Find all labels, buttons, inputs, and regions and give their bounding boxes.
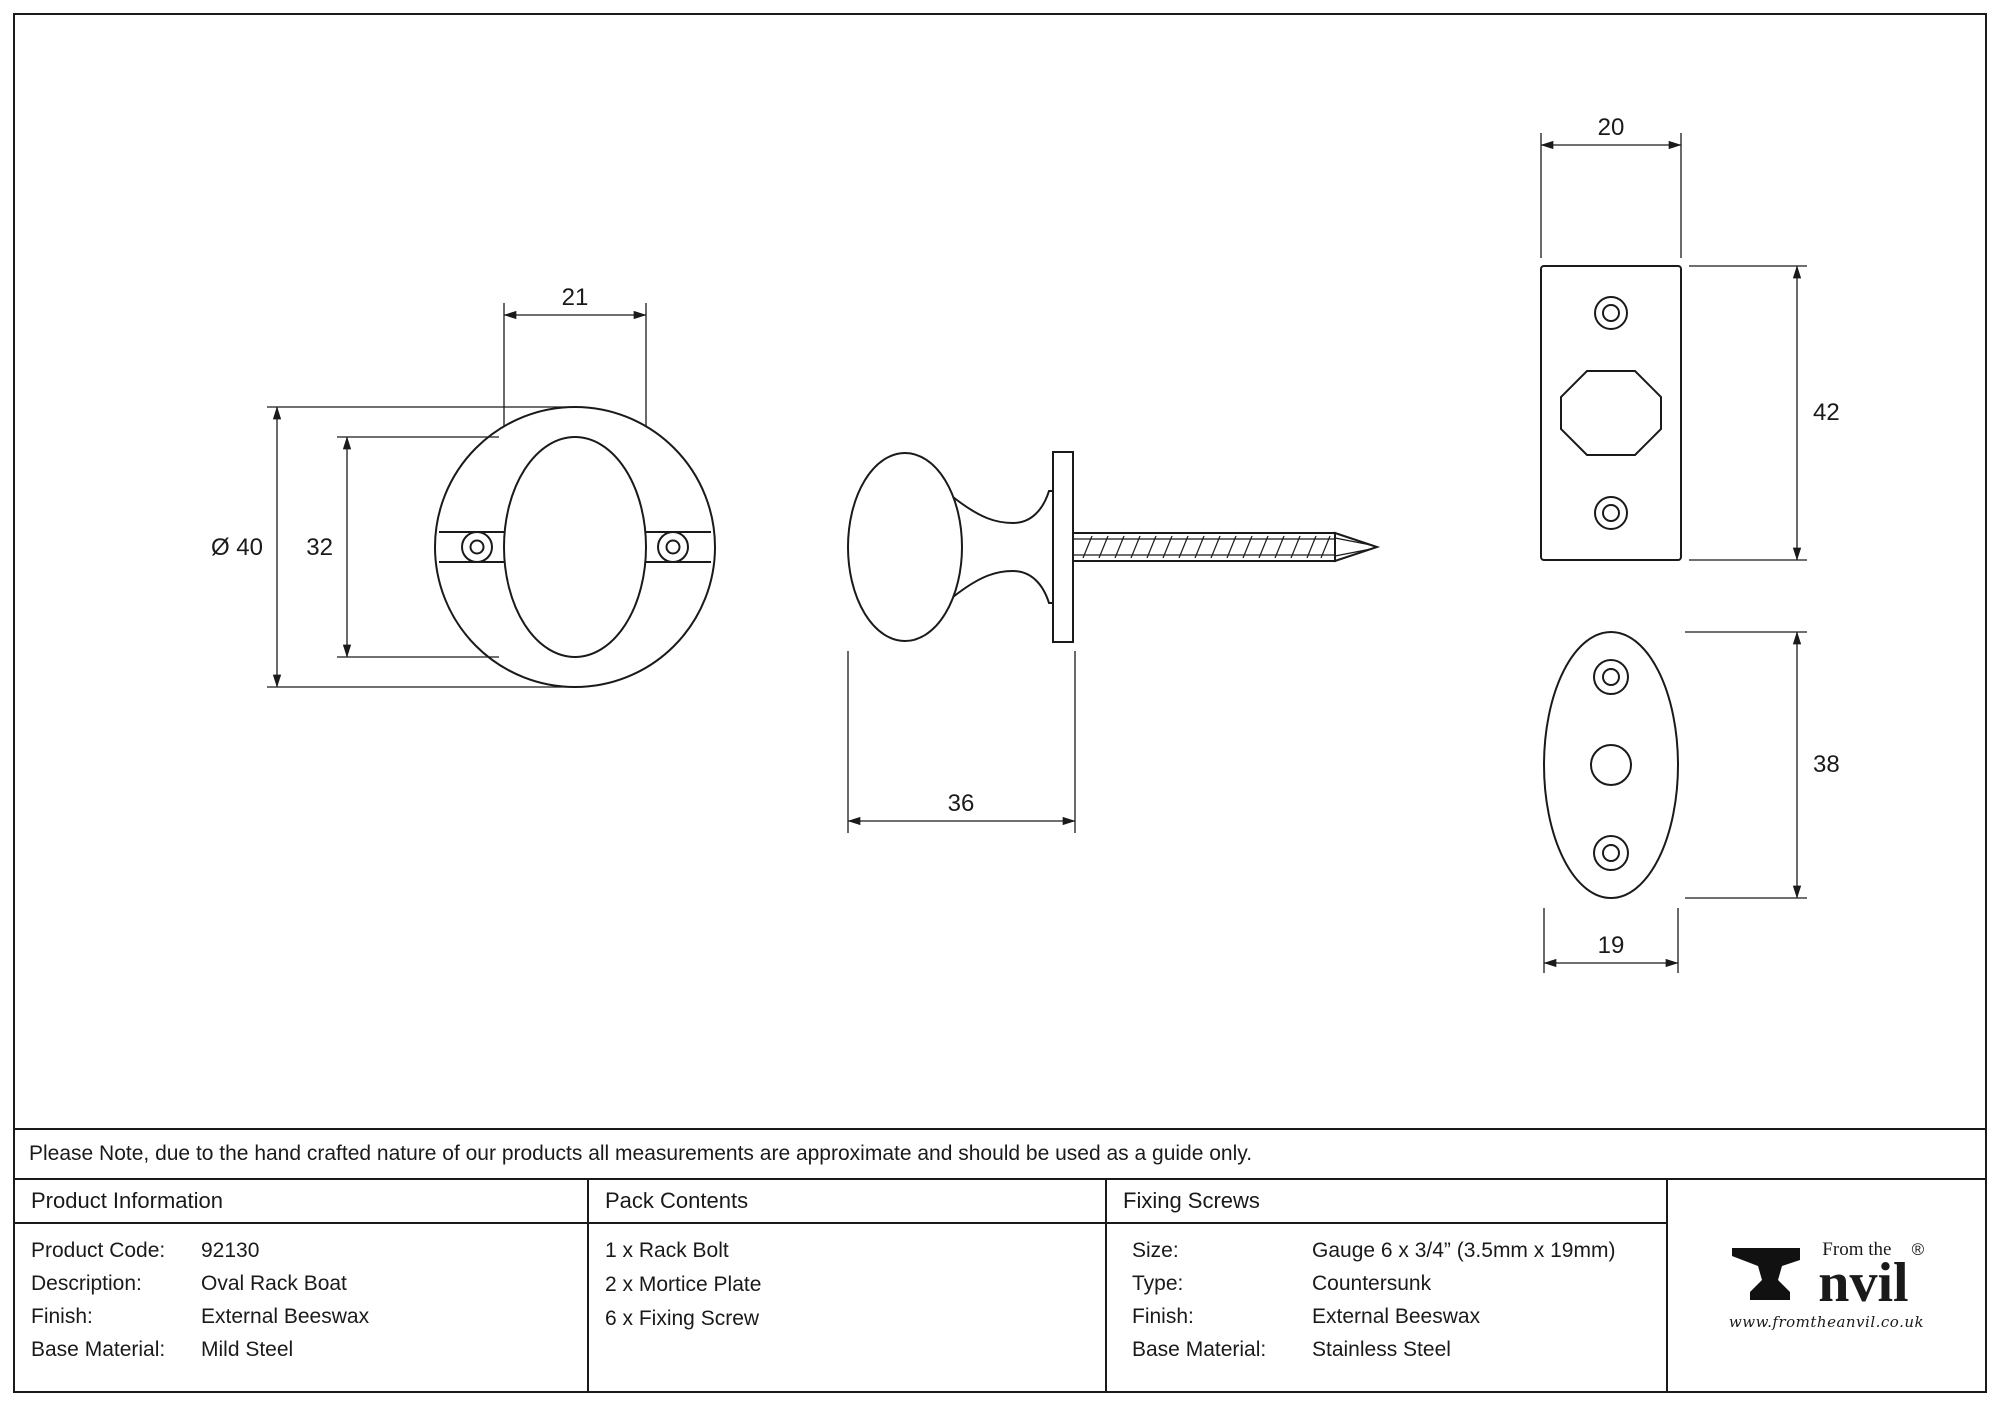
screw-base-material-value: Stainless Steel (1312, 1338, 1451, 1361)
product-information-title: Product Information (31, 1188, 223, 1213)
fixing-screws-header: Fixing Screws (1107, 1180, 1666, 1224)
logo-prefix: From the (1822, 1238, 1892, 1260)
screw-type-value: Countersunk (1312, 1272, 1432, 1295)
dims-mortice-plate: 20 42 (1540, 114, 1840, 561)
screw-type-row: Type: Countersunk (1132, 1272, 1666, 1296)
screw-base-material-label: Base Material: (1132, 1338, 1267, 1361)
product-code-label: Product Code: (31, 1239, 166, 1262)
product-information-column: Product Information Product Code: 92130 … (15, 1180, 589, 1391)
dim-oval-width: 19 (1598, 932, 1625, 959)
screw-type-label: Type: (1132, 1272, 1184, 1295)
product-spec-sheet: 21 Ø 40 32 (13, 13, 1987, 1393)
pack-contents-title: Pack Contents (605, 1188, 749, 1213)
logo-brand-text: nvil (1818, 1251, 1909, 1314)
pack-contents-column: Pack Contents 1 x Rack Bolt 2 x Mortice … (589, 1180, 1107, 1391)
logo-website: www.fromtheanvil.co.uk (1728, 1313, 1925, 1332)
pack-item: 2 x Mortice Plate (605, 1273, 762, 1296)
screw-finish-label: Finish: (1132, 1305, 1194, 1328)
logo-row: From the nvil ® (1730, 1238, 1925, 1314)
logo-texts: From the nvil (1818, 1238, 1909, 1314)
drawing-front-view (434, 406, 716, 688)
dim-rose-diameter: Ø 40 (211, 534, 263, 561)
dim-knob-width: 21 (562, 284, 589, 311)
base-material-row: Base Material: Mild Steel (31, 1338, 587, 1362)
base-material-value: Mild Steel (201, 1338, 294, 1361)
description-row: Description: Oval Rack Boat (31, 1272, 587, 1296)
description-value: Oval Rack Boat (201, 1272, 347, 1295)
drawing-side-view (847, 451, 1381, 643)
screw-size-value: Gauge 6 x 3/4” (3.5mm x 19mm) (1312, 1239, 1616, 1262)
fixing-screws-body: Size: Gauge 6 x 3/4” (3.5mm x 19mm) Type… (1107, 1224, 1666, 1371)
note-bar: Please Note, due to the hand crafted nat… (15, 1128, 1985, 1180)
base-material-label: Base Material: (31, 1338, 166, 1361)
dim-oval-height: 38 (1813, 751, 1840, 778)
from-the-anvil-logo: From the nvil ® www.fromtheanvil.co.uk (1729, 1240, 1924, 1332)
product-code-value: 92130 (201, 1239, 260, 1262)
dim-knob-height: 32 (306, 534, 333, 561)
product-information-header: Product Information (15, 1180, 587, 1224)
brand-cell: From the nvil ® www.fromtheanvil.co.uk (1668, 1180, 1985, 1391)
registered-mark: ® (1911, 1239, 1925, 1259)
pack-item: 1 x Rack Bolt (605, 1239, 729, 1262)
screw-finish-value: External Beeswax (1312, 1305, 1481, 1328)
drawing-mortice-plate (1540, 265, 1682, 561)
technical-drawings: 21 Ø 40 32 (211, 114, 1840, 973)
anvil-icon (1732, 1248, 1801, 1301)
product-information-body: Product Code: 92130 Description: Oval Ra… (15, 1224, 587, 1371)
info-table: Product Information Product Code: 92130 … (15, 1180, 1985, 1391)
product-code-row: Product Code: 92130 (31, 1239, 587, 1263)
dim-mortice-width: 20 (1598, 114, 1625, 141)
note-text: Please Note, due to the hand crafted nat… (29, 1142, 1253, 1165)
screw-base-material-row: Base Material: Stainless Steel (1132, 1338, 1666, 1362)
screw-finish-row: Finish: External Beeswax (1132, 1305, 1666, 1329)
fixing-screws-column: Fixing Screws Size: Gauge 6 x 3/4” (3.5m… (1107, 1180, 1668, 1391)
dims-oval-plate: 38 19 (1543, 631, 1840, 973)
drawing-oval-plate (1543, 631, 1679, 899)
screw-size-row: Size: Gauge 6 x 3/4” (3.5mm x 19mm) (1132, 1239, 1666, 1263)
pack-contents-body: 1 x Rack Bolt 2 x Mortice Plate 6 x Fixi… (589, 1224, 1105, 1341)
dims-side-view: 36 (847, 651, 1076, 833)
dims-front-view: 21 Ø 40 32 (211, 284, 647, 688)
pack-item: 6 x Fixing Screw (605, 1307, 760, 1330)
dim-mortice-height: 42 (1813, 399, 1840, 426)
drawing-area: 21 Ø 40 32 (15, 15, 1985, 1128)
fixing-screws-title: Fixing Screws (1123, 1188, 1260, 1213)
dim-knob-length: 36 (948, 790, 975, 817)
finish-row: Finish: External Beeswax (31, 1305, 587, 1329)
screw-size-label: Size: (1132, 1239, 1179, 1262)
pack-contents-header: Pack Contents (589, 1180, 1105, 1224)
finish-label: Finish: (31, 1305, 93, 1328)
finish-value: External Beeswax (201, 1305, 370, 1328)
description-label: Description: (31, 1272, 142, 1295)
